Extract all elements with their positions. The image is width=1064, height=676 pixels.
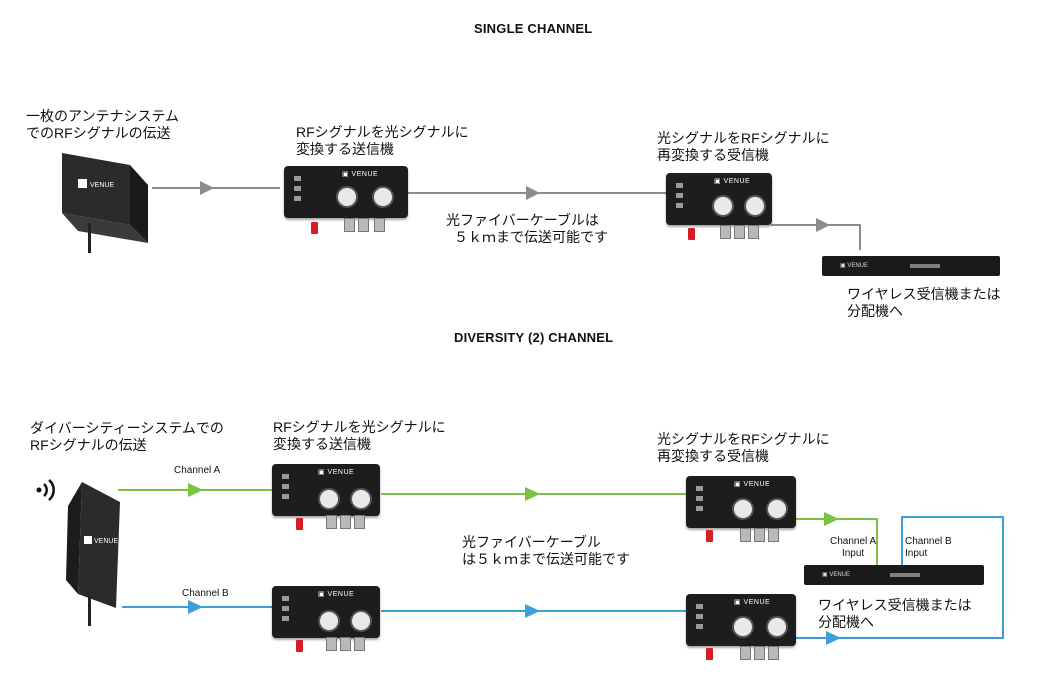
connector-icon	[740, 528, 751, 542]
single-receiver-label: ワイヤレス受信機または 分配機へ	[847, 286, 1001, 319]
rf-connector-icon	[296, 518, 303, 530]
rack-receiver-icon: ▣ VENUE	[822, 256, 1000, 276]
channel-b-input-label: Channel B Input	[905, 536, 952, 559]
connector-icon	[340, 637, 351, 651]
connector-icon	[768, 646, 779, 660]
diversity-tx-label: RFシグナルを光シグナルに 変換する送信機	[273, 419, 446, 452]
connector-icon	[740, 646, 751, 660]
optical-receiver-icon: ▣ VENUE	[666, 173, 772, 225]
rf-connector-icon	[706, 530, 713, 542]
connector-icon	[720, 225, 731, 239]
paddle-antenna-icon: VENUE	[48, 143, 152, 253]
connector-icon	[344, 218, 355, 232]
connector-icon	[374, 218, 385, 232]
diversity-antenna-label: ダイバーシティーシステムでの RFシグナルの伝送	[30, 420, 224, 453]
optical-receiver-icon: ▣ VENUE	[686, 594, 796, 646]
connector-icon	[754, 646, 765, 660]
channel-b-arrows	[188, 600, 841, 645]
connector-icon	[354, 515, 365, 529]
rf-connector-icon	[688, 228, 695, 240]
single-rx-label: 光シグナルをRFシグナルに 再変換する受信機	[657, 130, 830, 163]
connector-icon	[358, 218, 369, 232]
optical-receiver-icon: ▣ VENUE	[686, 476, 796, 528]
optical-transmitter-icon: ▣ VENUE	[284, 166, 408, 218]
rf-connector-icon	[706, 648, 713, 660]
rf-connector-icon	[296, 640, 303, 652]
diversity-receiver-label: ワイヤレス受信機または 分配機へ	[818, 597, 972, 630]
connector-icon	[326, 515, 337, 529]
optical-transmitter-icon: ▣ VENUE	[272, 586, 380, 638]
single-fiber-label: 光ファイバーケーブルは ５ｋｍまで伝送可能です	[446, 212, 608, 245]
wireless-signal-icon	[36, 478, 60, 502]
diversity-fiber-label: 光ファイバーケーブル は５ｋｍまで伝送可能です	[462, 534, 630, 567]
connector-icon	[734, 225, 745, 239]
svg-text:VENUE: VENUE	[90, 182, 114, 189]
connector-icon	[354, 637, 365, 651]
single-tx-label: RFシグナルを光シグナルに 変換する送信機	[296, 124, 469, 157]
channel-a-arrows	[188, 483, 839, 526]
diversity-rx-label: 光シグナルをRFシグナルに 再変換する受信機	[657, 431, 830, 464]
channel-a-label: Channel A	[174, 465, 221, 476]
paddle-antenna-icon: VENUE	[60, 476, 124, 626]
rack-receiver-icon: ▣ VENUE	[804, 565, 984, 585]
channel-a-input-label: Channel A Input	[830, 536, 877, 559]
connector-icon	[754, 528, 765, 542]
connector-icon	[326, 637, 337, 651]
connector-icon	[340, 515, 351, 529]
connector-icon	[748, 225, 759, 239]
single-antenna-label: 一枚のアンテナシステム でのRFシグナルの伝送	[26, 108, 180, 141]
rf-connector-icon	[311, 222, 318, 234]
single-channel-arrows	[200, 181, 830, 232]
diversity-channel-heading: DIVERSITY (2) CHANNEL	[454, 330, 614, 345]
channel-b-label: Channel B	[182, 588, 229, 599]
optical-transmitter-icon: ▣ VENUE	[272, 464, 380, 516]
svg-text:VENUE: VENUE	[94, 538, 118, 545]
single-channel-heading: SINGLE CHANNEL	[474, 21, 593, 36]
connector-icon	[768, 528, 779, 542]
